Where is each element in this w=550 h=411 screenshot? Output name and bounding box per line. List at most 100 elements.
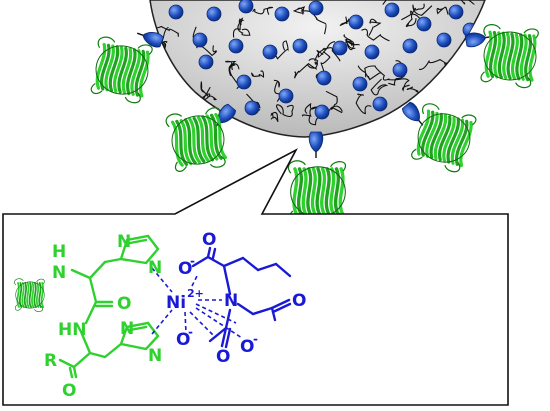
polymer-chain (444, 62, 458, 84)
ni-nta-site-icon (262, 44, 278, 60)
ni-nta-site-icon (448, 4, 464, 20)
polymer-chain (150, 25, 168, 44)
label-o-carboxylate-2-charge: - (188, 325, 193, 339)
ni-nta-site-icon (348, 14, 364, 30)
ni-nta-site-icon (198, 54, 214, 70)
polymer-chain (405, 7, 417, 28)
ni-nta-site-icon (274, 6, 290, 22)
peptide-bonds (58, 234, 160, 379)
label-o-mid: O (117, 294, 131, 314)
ni-nta-site-icon (228, 38, 244, 54)
polymer-chain (459, 0, 475, 5)
label-ring-bot-n1: N (120, 319, 134, 339)
ni-nta-site-icon (352, 76, 368, 92)
polymer-chain (270, 111, 279, 123)
label-hn: HN (58, 320, 86, 340)
label-o-carboxylate-2: O (176, 330, 190, 350)
label-ring-top-n1: N (117, 232, 131, 252)
nta-labels: Ni 2+ N O - O O - O - O O (166, 230, 306, 367)
gfp-beta-barrel-icon (14, 278, 45, 312)
his-tag-anchor-icon (401, 101, 424, 126)
label-o-carbonyl-2: O (292, 291, 306, 311)
ni-nta-site-icon (236, 74, 252, 90)
ni-nta-site-icon (416, 16, 432, 32)
ni-nta-site-icon (206, 6, 222, 22)
polymer-chain (364, 65, 390, 81)
chemical-structure: H N O HN R O N N N N Ni 2+ N O - O O - O… (14, 230, 306, 401)
ni-nta-site-icon (372, 96, 388, 112)
ni-nta-site-icon (168, 4, 184, 20)
ni-nta-site-icon (244, 100, 260, 116)
label-o-carbonyl-3: O (216, 347, 230, 367)
ni-nta-site-icon (308, 0, 324, 16)
ni-nta-site-icon (364, 44, 380, 60)
ni-nta-site-icon (392, 62, 408, 78)
polymer-chain (339, 16, 350, 27)
his-tag-anchor-icon (464, 32, 492, 48)
gfp-beta-barrel-icon (480, 24, 539, 89)
label-o-carboxylate-1: O (178, 259, 192, 279)
polymer-chain (232, 17, 245, 38)
polymer-chain (151, 24, 179, 37)
ni-nta-site-icon (292, 38, 308, 54)
ni-nta-site-icon (316, 70, 332, 86)
zoom-callout (2, 148, 509, 406)
polymer-chain (357, 65, 381, 81)
polymer-chain (200, 81, 211, 98)
polymer-chain (301, 102, 319, 117)
nta-sites (168, 0, 478, 120)
label-o-carboxylate-3-charge: - (253, 332, 258, 346)
label-o-carboxylate-3: O (240, 337, 254, 357)
callout-frame (2, 148, 509, 406)
polymer-chain (225, 60, 240, 71)
label-o-carboxylate-1-charge: - (190, 254, 195, 268)
label-n-top: N (52, 263, 66, 283)
polymer-chain (412, 3, 433, 16)
ni-nta-site-icon (192, 32, 208, 48)
label-ring-top-n2: N (148, 258, 162, 278)
polymer-chain (368, 18, 382, 36)
bead (149, 0, 486, 138)
gfp-beta-barrel-icon (14, 278, 45, 312)
polymer-chain (325, 90, 343, 112)
peptide-labels: H N O HN R O N N N N (44, 232, 162, 401)
coordination-bonds (151, 267, 243, 339)
label-nta-n: N (224, 291, 238, 311)
polymer-chain (251, 70, 265, 78)
ni-nta-site-icon (332, 40, 348, 56)
attached-proteins (90, 24, 539, 225)
polymer-chain (293, 62, 318, 79)
ni-nta-site-icon (384, 2, 400, 18)
gfp-beta-barrel-icon (165, 107, 228, 172)
ni-nta-site-icon (238, 0, 254, 14)
ni-nta-site-icon (436, 32, 452, 48)
label-o-low: O (62, 381, 76, 401)
label-o-carbonyl-1: O (202, 230, 216, 250)
polymer-chain (430, 79, 451, 100)
polymer-chain (203, 86, 218, 101)
polymer-chain (355, 93, 372, 115)
polymer-chain (162, 94, 179, 109)
polymer-chain (300, 10, 327, 35)
polymer-chain (343, 34, 356, 51)
polymer-chain (361, 28, 390, 42)
label-ni: Ni (166, 293, 186, 313)
his-tag-anchor-icon (308, 131, 324, 158)
ni-nta-site-icon (314, 104, 330, 120)
label-ring-bot-n2: N (148, 346, 162, 366)
gfp-beta-barrel-icon (90, 36, 153, 104)
label-r: R (44, 351, 57, 371)
label-ni-charge: 2+ (187, 287, 204, 300)
polymer-chain (306, 58, 319, 69)
gfp-beta-barrel-icon (411, 103, 477, 173)
polymer-chain (387, 78, 410, 92)
his-tag-anchor-icon (136, 32, 164, 48)
label-h: H (52, 242, 66, 262)
polymer-chain (316, 41, 336, 58)
nta-bonds (191, 246, 292, 349)
polymer-chain (252, 6, 273, 15)
polymer-chain (344, 38, 360, 46)
polymer-chain (370, 78, 389, 96)
